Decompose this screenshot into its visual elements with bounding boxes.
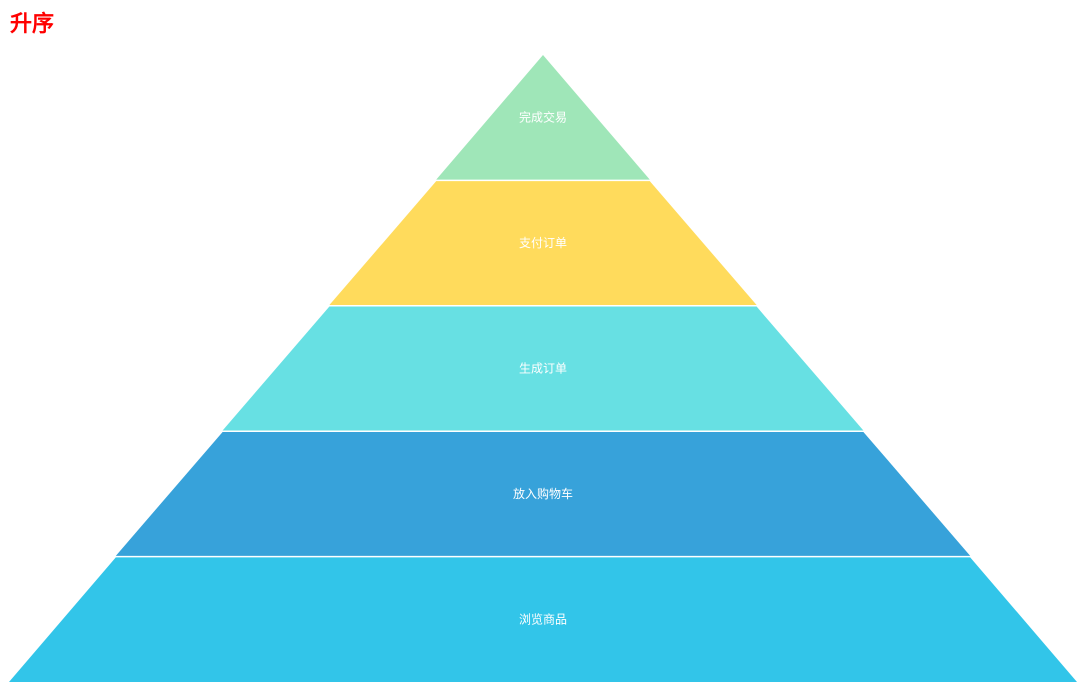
chart-title: 升序 (10, 12, 55, 37)
funnel-stage-3[interactable] (222, 306, 864, 431)
funnel-stage-label-4: 放入购物车 (513, 486, 573, 501)
funnel-stage-label-1: 完成交易 (519, 109, 567, 124)
funnel-stage-1[interactable] (436, 55, 650, 180)
funnel-stage-label-3: 生成订单 (519, 362, 567, 376)
funnel-stage-2[interactable] (329, 181, 757, 306)
funnel-stage-4[interactable] (115, 431, 971, 556)
funnel-stage-5[interactable] (9, 557, 1077, 682)
funnel-stage-label-5: 浏览商品 (519, 612, 567, 627)
funnel-stage-label-2: 支付订单 (519, 236, 567, 250)
